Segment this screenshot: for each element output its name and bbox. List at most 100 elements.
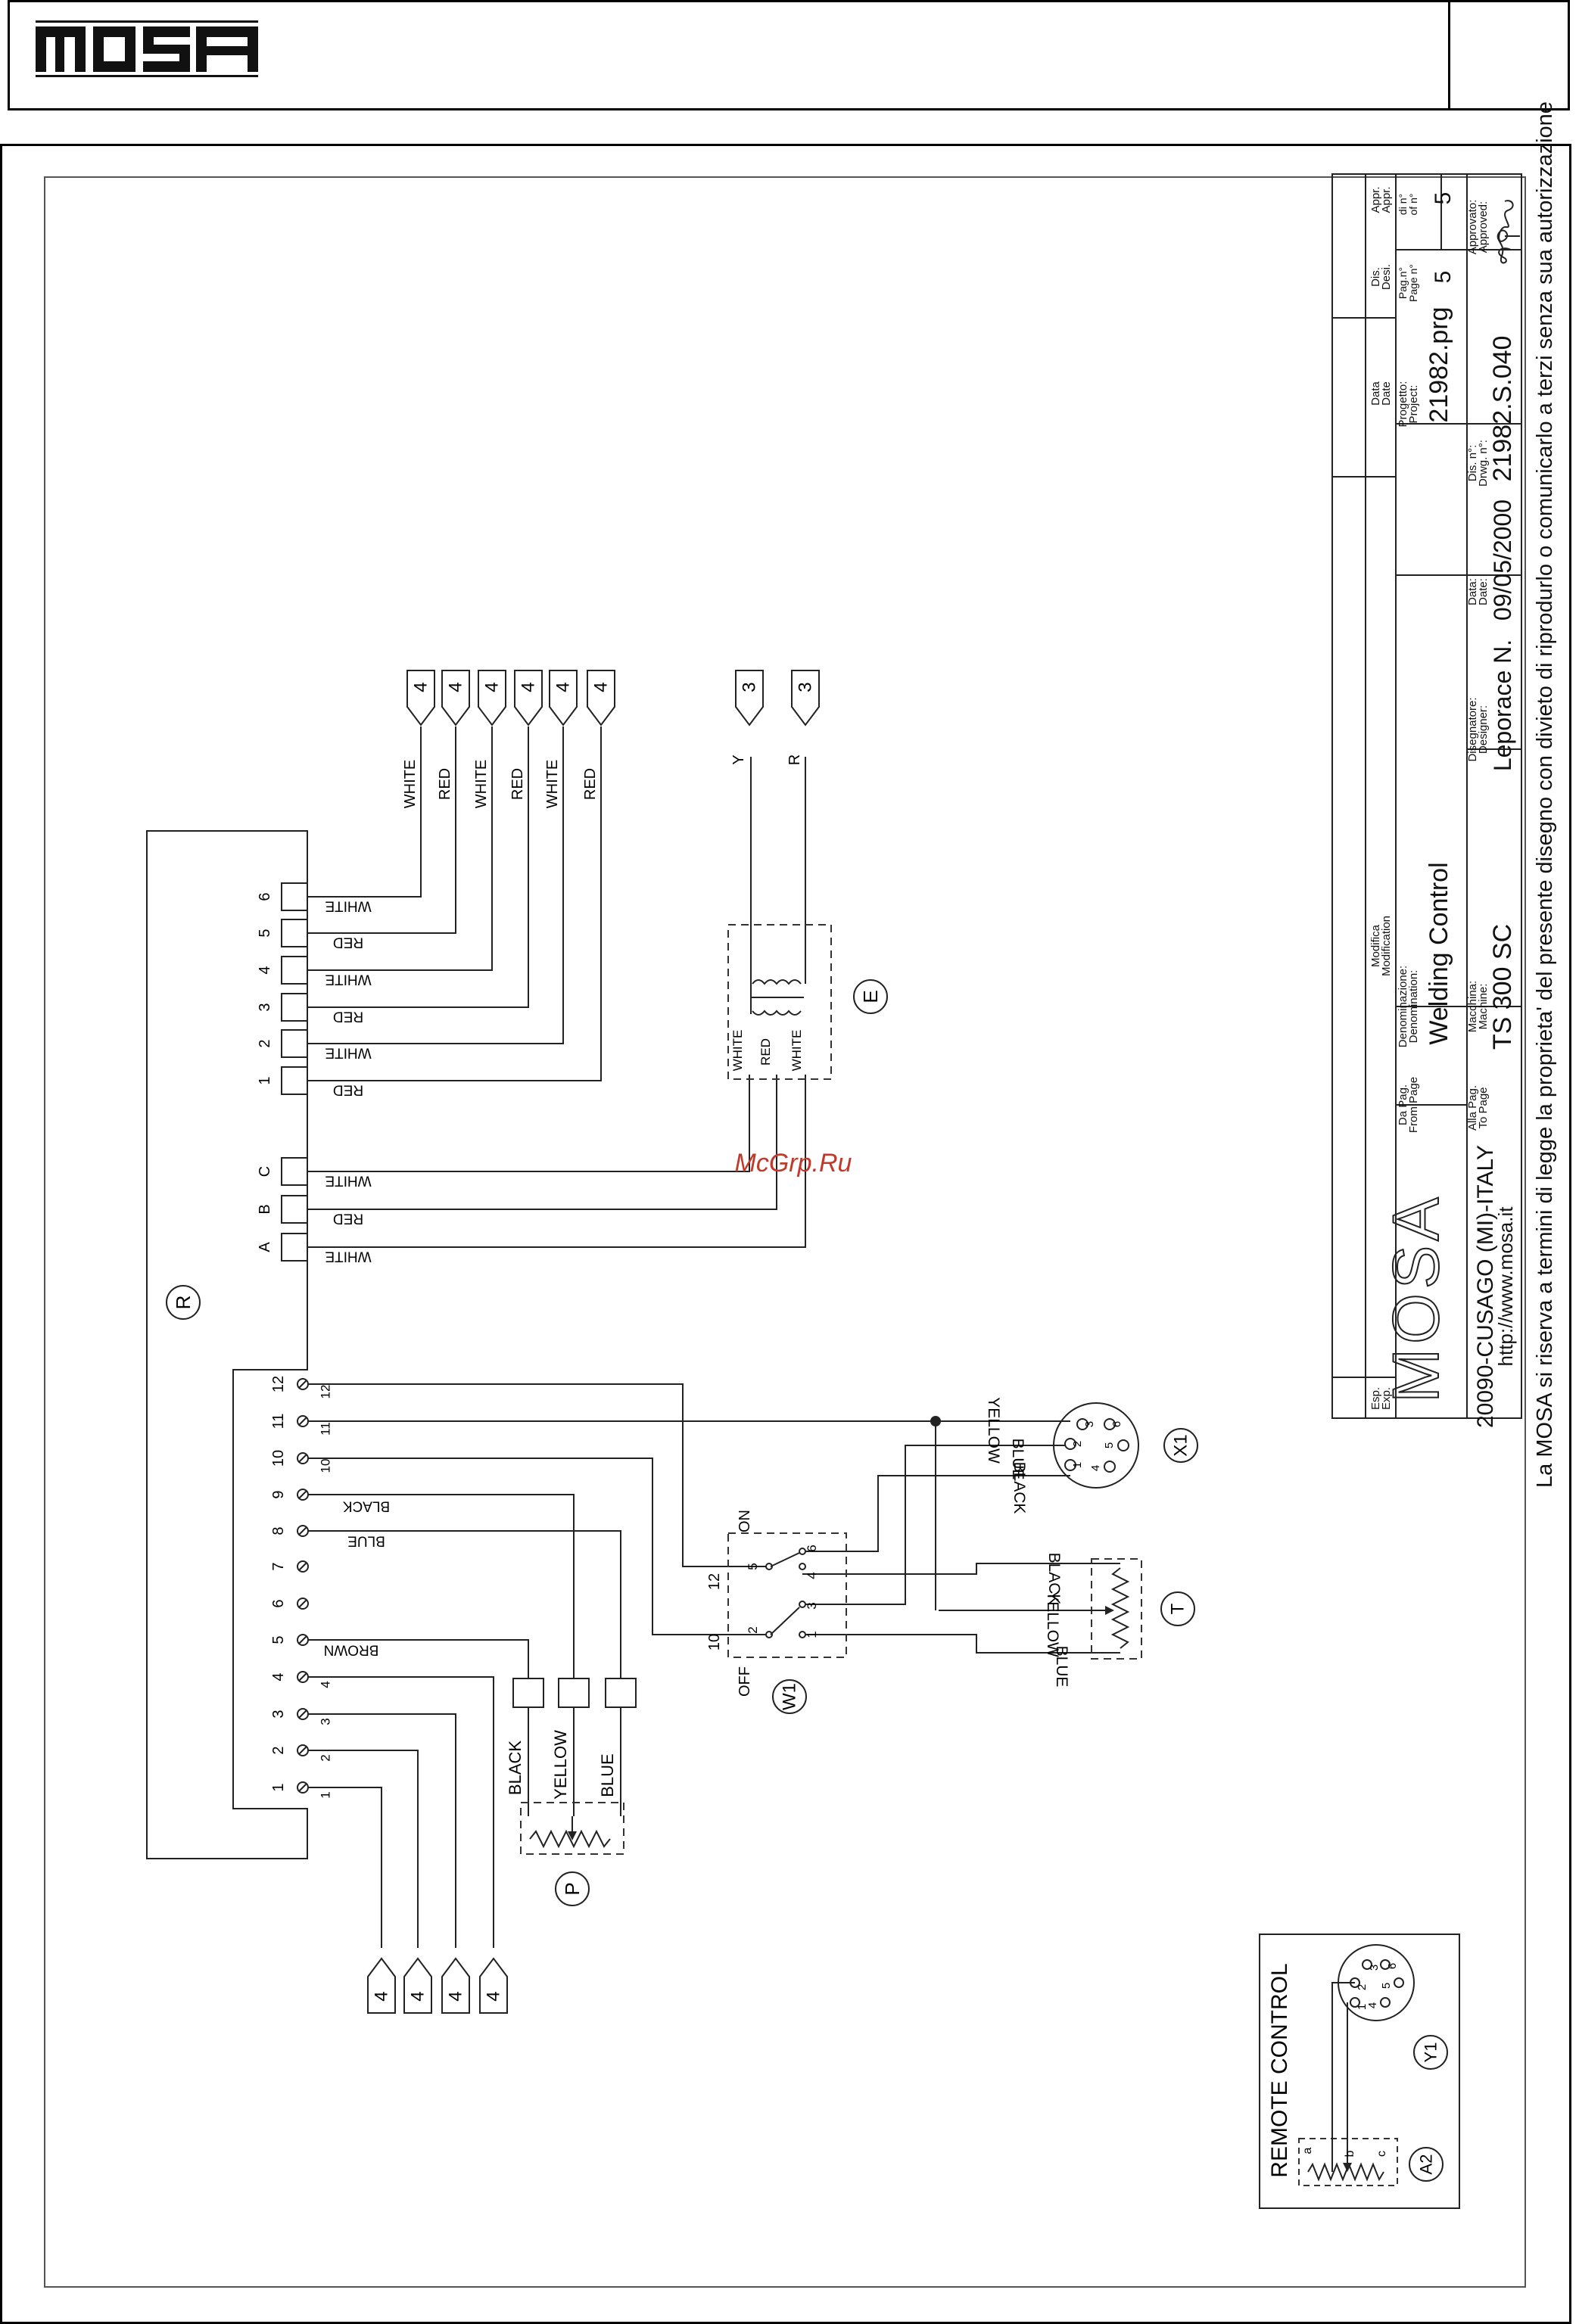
svg-text:Welding Control: Welding Control xyxy=(1425,862,1453,1044)
svg-text:OFF: OFF xyxy=(737,1666,753,1697)
header-divider xyxy=(1448,2,1450,108)
wire-connector xyxy=(549,670,578,726)
svg-text:Esp.: Esp. xyxy=(1369,1387,1382,1410)
screw-slot xyxy=(298,1746,307,1755)
wire-label: Y xyxy=(730,754,747,764)
svg-text:Appr.: Appr. xyxy=(1380,186,1393,213)
wire xyxy=(802,1563,1120,1575)
title-block-text: Esp. Exp. Modifica Modification Data Dat… xyxy=(1369,101,1557,1488)
svg-text:3: 3 xyxy=(805,1602,819,1609)
wire-connector xyxy=(735,670,764,726)
junction-dot xyxy=(930,1416,941,1426)
svg-text:2: 2 xyxy=(746,1626,760,1633)
svg-text:5: 5 xyxy=(1431,271,1456,284)
terminal-label: 1 xyxy=(257,1076,273,1084)
signature xyxy=(1496,200,1520,264)
drawing-sheet xyxy=(0,144,1571,2324)
wire-color-label: RED xyxy=(333,935,363,950)
svg-text:YELLOW: YELLOW xyxy=(985,1397,1002,1464)
svg-text:Y1: Y1 xyxy=(1422,2042,1440,2063)
svg-text:21982.S.040: 21982.S.040 xyxy=(1488,336,1517,482)
wire xyxy=(802,1445,1070,1605)
wire xyxy=(307,1713,456,1948)
terminal-inner-label: 3 xyxy=(319,1718,333,1725)
svg-text:Pag.n°: Pag.n° xyxy=(1397,267,1409,299)
svg-text:Da Pag.: Da Pag. xyxy=(1397,1084,1409,1125)
terminal-block xyxy=(281,1029,308,1058)
wire xyxy=(307,1075,806,1248)
svg-text:4: 4 xyxy=(1089,1465,1102,1471)
terminal-block xyxy=(281,919,308,947)
svg-text:Denominazione:: Denominazione: xyxy=(1397,966,1409,1047)
svg-text:BLUE: BLUE xyxy=(1009,1439,1026,1480)
svg-text:Data:: Data: xyxy=(1466,578,1479,605)
connector-number: 4 xyxy=(484,1991,504,2001)
svg-text:1: 1 xyxy=(1356,2004,1369,2010)
connector-number: 4 xyxy=(519,682,539,692)
wire xyxy=(307,1530,621,1678)
terminal-label: 4 xyxy=(257,966,273,974)
wire-color-label: WHITE xyxy=(325,1173,371,1189)
screw-slot xyxy=(298,1783,307,1792)
wire xyxy=(307,1676,494,1948)
terminal-label: 4 xyxy=(270,1672,287,1681)
watermark: McGrp.Ru xyxy=(735,1149,852,1178)
svg-text:1: 1 xyxy=(1071,1462,1084,1468)
svg-text:BLACK: BLACK xyxy=(1045,1553,1063,1605)
terminal-block xyxy=(281,956,308,985)
wire xyxy=(307,1750,419,1948)
wire-connector xyxy=(441,1957,470,2014)
transformer-e: E WHITE RED WHITE xyxy=(727,924,888,1080)
socket-x1: X1 1 2 3 4 5 6 YELLOW BLUE BLACK xyxy=(985,1397,1198,1514)
terminal-block xyxy=(281,1157,308,1186)
svg-text:4: 4 xyxy=(805,1572,819,1579)
svg-text:Approvato:: Approvato: xyxy=(1466,200,1479,255)
block-r-id: R xyxy=(166,1285,201,1320)
wire xyxy=(307,726,602,1081)
svg-text:E: E xyxy=(859,990,882,1003)
wire-label: R xyxy=(786,754,803,765)
terminal-label: 8 xyxy=(270,1526,287,1535)
connector-number: 4 xyxy=(372,1991,392,2001)
potentiometer-p: P BLACK YELLOW BLUE xyxy=(506,1678,637,1906)
wire xyxy=(307,726,564,1044)
wire-color-label: RED xyxy=(509,768,526,800)
svg-text:RED: RED xyxy=(758,1038,773,1066)
screw-slot xyxy=(298,1490,307,1499)
svg-text:c: c xyxy=(1375,2151,1388,2157)
wire-color-label: RED xyxy=(333,1082,363,1098)
svg-text:Page n°: Page n° xyxy=(1407,264,1419,302)
svg-text:Designer:: Designer: xyxy=(1477,705,1490,754)
terminal-label: 1 xyxy=(270,1783,287,1791)
wire-color-label: WHITE xyxy=(325,898,371,914)
wire-color-label: RED xyxy=(582,768,599,800)
svg-text:12: 12 xyxy=(706,1573,723,1590)
svg-text:WHITE: WHITE xyxy=(730,1030,745,1072)
svg-text:Denomination:: Denomination: xyxy=(1407,970,1420,1044)
svg-text:ON: ON xyxy=(737,1510,753,1532)
screw-slot xyxy=(298,1526,307,1535)
wire xyxy=(307,1639,529,1678)
terminal-block xyxy=(281,993,308,1022)
svg-text:of n°: of n° xyxy=(1407,194,1419,216)
wire xyxy=(307,1075,777,1210)
terminal-inner-label: 4 xyxy=(319,1681,333,1688)
terminal-label: 2 xyxy=(257,1039,273,1047)
terminal-label: A xyxy=(257,1242,273,1252)
wire-color-label: BLUE xyxy=(347,1533,385,1549)
svg-text:6: 6 xyxy=(1386,1963,1399,1969)
svg-text:REMOTE CONTROL: REMOTE CONTROL xyxy=(1267,1963,1292,2177)
connector-number: 4 xyxy=(553,682,574,692)
svg-text:Modifica: Modifica xyxy=(1369,924,1382,967)
svg-text:Appr.: Appr. xyxy=(1369,186,1382,213)
wire-connector xyxy=(403,1957,432,2014)
wire-connector xyxy=(587,670,615,726)
connector-number: 4 xyxy=(482,682,503,692)
wire-connector xyxy=(441,670,470,726)
terminal-inner-label: 1 xyxy=(319,1791,333,1798)
svg-text:Desi.: Desi. xyxy=(1380,264,1393,290)
wire-color-label: RED xyxy=(333,1009,363,1025)
